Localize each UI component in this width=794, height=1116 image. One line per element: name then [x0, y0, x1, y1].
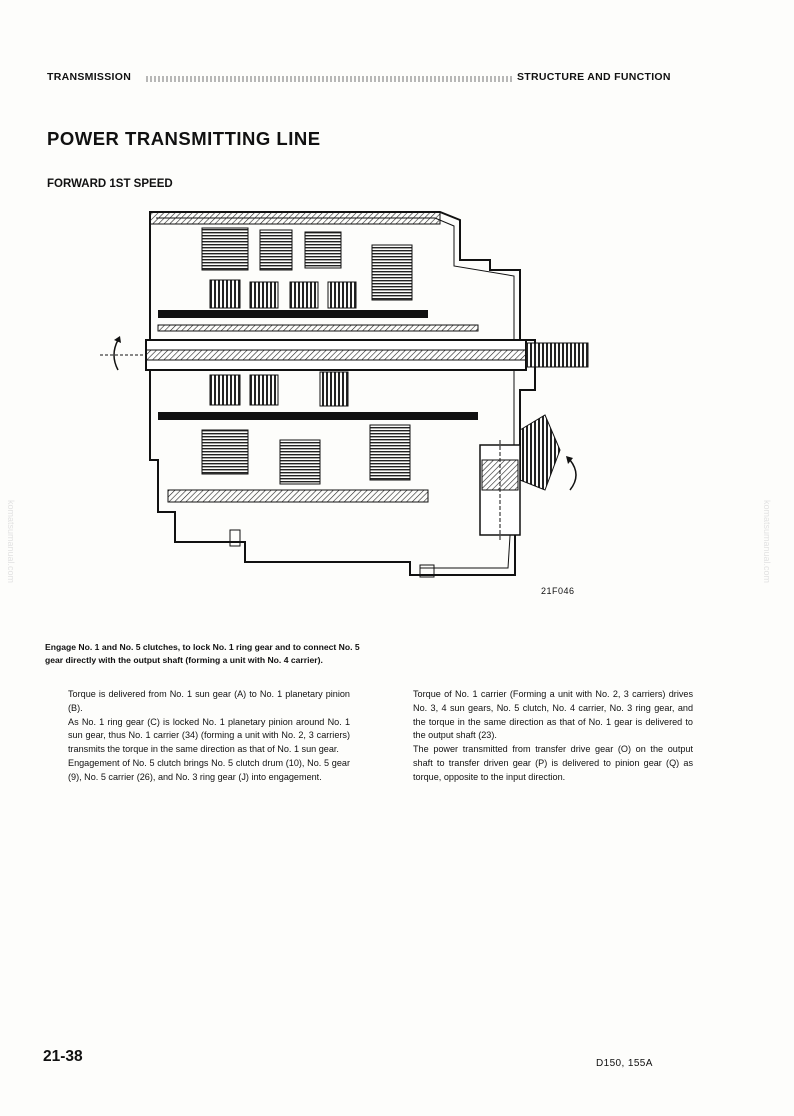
text-column-left: Torque is delivered from No. 1 sun gear … [68, 688, 350, 785]
figure-code: 21F046 [541, 586, 575, 596]
model-code: D150, 155A [596, 1058, 653, 1069]
page-title: POWER TRANSMITTING LINE [47, 128, 321, 149]
paragraph: The power transmitted from transfer driv… [413, 744, 693, 782]
lead-paragraph: Engage No. 1 and No. 5 clutches, to lock… [45, 642, 360, 665]
paragraph: Torque of No. 1 carrier (Forming a unit … [413, 689, 693, 741]
watermark-left: komatsumanual.com [6, 500, 16, 584]
header-section-right: STRUCTURE AND FUNCTION [517, 71, 671, 83]
paragraph: Torque is delivered from No. 1 sun gear … [68, 689, 350, 713]
section-subtitle: FORWARD 1ST SPEED [47, 178, 173, 190]
page-number: 21-38 [43, 1048, 83, 1065]
transmission-cross-section-diagram [100, 211, 589, 578]
header-section-left: TRANSMISSION [47, 71, 132, 83]
header-leader-dots [146, 76, 514, 82]
text-column-right: Torque of No. 1 carrier (Forming a unit … [413, 688, 693, 785]
paragraph: Engagement of No. 5 clutch brings No. 5 … [68, 757, 350, 782]
watermark-right: komatsumanual.com [762, 500, 772, 584]
paragraph: As No. 1 ring gear (C) is locked No. 1 p… [68, 716, 350, 755]
